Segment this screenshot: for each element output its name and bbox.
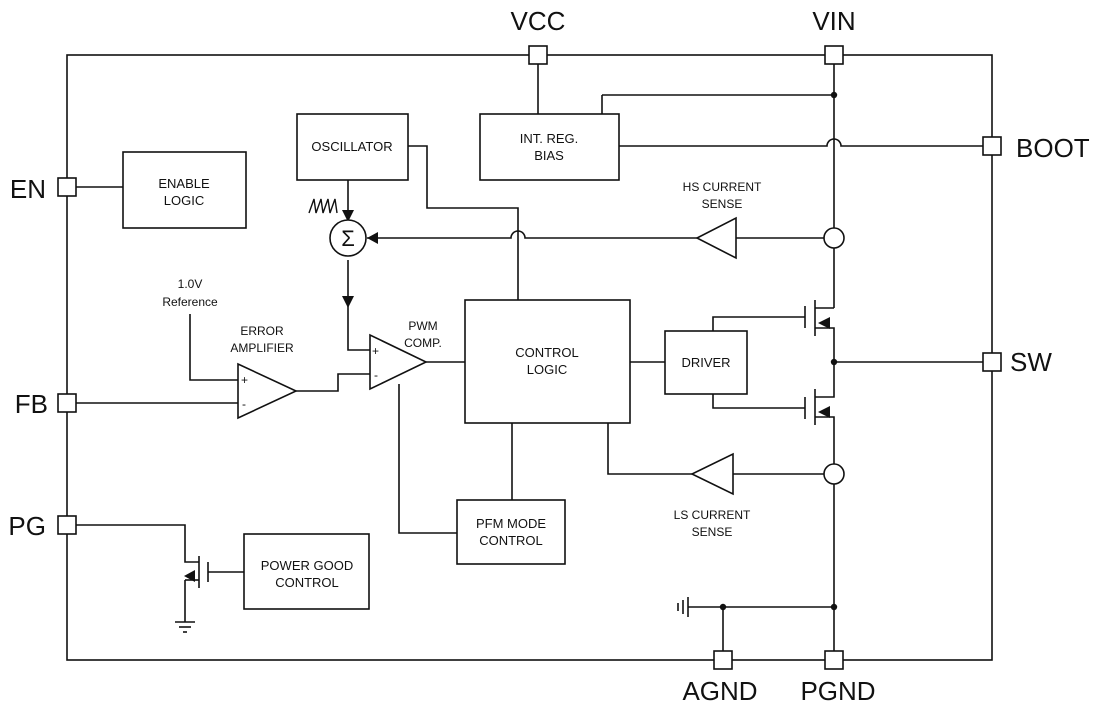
control-logic-label-2: LOGIC	[527, 362, 567, 377]
pwm-comp-label-1: PWM	[408, 319, 437, 333]
pin-agnd	[713, 650, 733, 670]
enable-logic-label-1: ENABLE	[158, 176, 210, 191]
ls-current-sense-label-1: LS CURRENT	[674, 508, 751, 522]
int-reg-label-1: INT. REG.	[520, 131, 579, 146]
power-good-control-block	[243, 533, 370, 610]
chassis-ground-icon	[677, 597, 689, 617]
control-logic-label-1: CONTROL	[515, 345, 579, 360]
arrow-into-summer-top	[342, 210, 354, 222]
power-good-label-2: CONTROL	[275, 575, 339, 590]
summer-symbol: Σ	[341, 226, 355, 251]
low-side-mosfet	[804, 389, 835, 425]
pin-vcc	[528, 45, 548, 65]
reference-label-2: Reference	[162, 295, 218, 309]
pfm-mode-label-1: PFM MODE	[476, 516, 546, 531]
hs-current-sense-label-2: SENSE	[702, 197, 743, 211]
summer-circle	[329, 219, 367, 257]
enable-logic-label-2: LOGIC	[164, 193, 204, 208]
enable-logic-block	[122, 151, 247, 229]
pin-fb-label: FB	[15, 389, 48, 419]
pin-boot	[982, 136, 1002, 156]
control-logic-block	[464, 299, 631, 424]
pin-pg-label: PG	[8, 511, 46, 541]
driver-block	[664, 330, 748, 395]
oscillator-block	[296, 113, 409, 181]
pin-pgnd	[824, 650, 844, 670]
high-side-mosfet	[804, 300, 835, 336]
pwm-comp-plus: +	[372, 344, 379, 358]
pin-vin	[824, 45, 844, 65]
pin-sw	[982, 352, 1002, 372]
pin-agnd-label: AGND	[682, 676, 757, 706]
ground-symbol-icon	[175, 621, 195, 633]
pin-sw-label: SW	[1010, 347, 1052, 377]
hs-sense-node	[823, 227, 845, 249]
pwm-comparator-triangle	[369, 333, 428, 391]
ls-current-sense-buffer	[690, 452, 734, 496]
error-amp-minus: -	[242, 397, 246, 411]
reference-label-1: 1.0V	[178, 277, 203, 291]
pwm-comp-label-2: COMP.	[404, 336, 442, 350]
wires	[76, 63, 984, 652]
sawtooth-waveform-icon	[308, 198, 338, 214]
arrow-into-pwm-comp	[342, 296, 354, 308]
int-reg-bias-block	[479, 113, 620, 181]
pin-pgnd-label: PGND	[800, 676, 875, 706]
pin-pg	[57, 515, 77, 535]
pin-vin-label: VIN	[812, 6, 855, 36]
error-amplifier-triangle	[237, 362, 298, 420]
pin-fb	[57, 393, 77, 413]
pwm-comp-minus: -	[374, 368, 378, 382]
int-reg-label-2: BIAS	[534, 148, 564, 163]
error-amp-plus: +	[241, 373, 248, 387]
power-good-label-1: POWER GOOD	[261, 558, 353, 573]
pin-vcc-label: VCC	[511, 6, 566, 36]
hs-current-sense-label-1: HS CURRENT	[683, 180, 762, 194]
arrow-into-summer-left	[367, 232, 378, 244]
driver-label: DRIVER	[681, 355, 730, 370]
pfm-mode-label-2: CONTROL	[479, 533, 543, 548]
pin-en-label: EN	[10, 174, 46, 204]
pg-open-drain-mosfet	[184, 556, 209, 588]
error-amplifier-label-2: AMPLIFIER	[230, 341, 294, 355]
junction-dots	[719, 91, 838, 611]
pin-boot-label: BOOT	[1016, 133, 1090, 163]
ls-current-sense-label-2: SENSE	[692, 525, 733, 539]
oscillator-label: OSCILLATOR	[311, 139, 392, 154]
pfm-mode-control-block	[456, 499, 566, 565]
ls-sense-node	[823, 463, 845, 485]
pin-en	[57, 177, 77, 197]
hs-current-sense-buffer	[695, 216, 737, 260]
error-amplifier-label-1: ERROR	[240, 324, 284, 338]
